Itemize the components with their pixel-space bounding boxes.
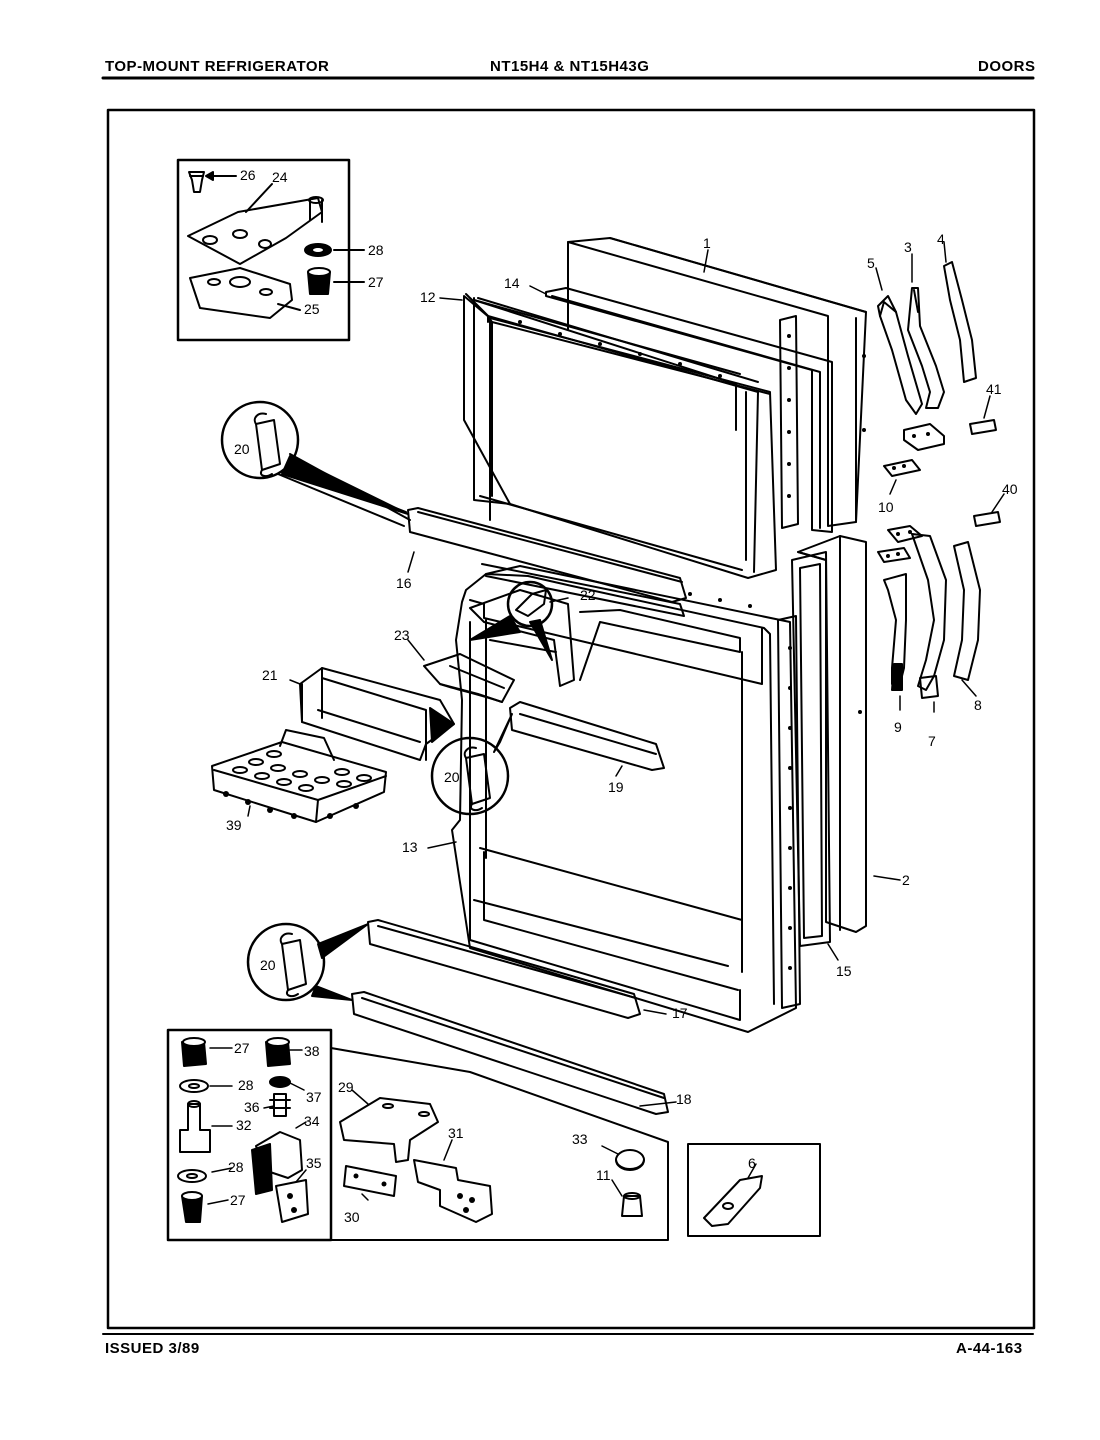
callout-26: 26 [240,167,256,183]
callout-27-inset-top: 27 [234,1040,250,1056]
callout-10: 10 [878,499,894,515]
callout-14: 14 [504,275,520,291]
callout-30: 30 [344,1209,360,1225]
top-hinge-inset [176,158,365,342]
callout-15: 15 [836,963,852,979]
callout-27-top: 27 [368,274,384,290]
detail-circle-20-top [220,400,411,527]
callout-24: 24 [272,169,288,185]
detail-circle-22 [469,580,554,661]
callout-33: 33 [572,1131,588,1147]
callout-19: 19 [608,779,624,795]
callout-35: 35 [306,1155,322,1171]
bottom-hinge-inset [166,1028,669,1242]
callout-leaders [207,241,1005,1205]
callout-20-top: 20 [234,441,250,457]
callout-13: 13 [402,839,418,855]
footer-code: A-44-163 [956,1340,1023,1357]
callout-20-bottom: 20 [260,957,276,973]
callout-38: 38 [304,1043,320,1059]
callout-16: 16 [396,575,412,591]
diagram-border [106,108,1036,1330]
header-section: DOORS [978,58,1036,75]
callout-28-top: 28 [368,242,384,258]
callout-7: 7 [928,733,936,749]
callout-11: 11 [596,1167,611,1183]
callout-2: 2 [902,872,910,888]
callout-9: 9 [894,719,902,735]
callout-18: 18 [676,1091,692,1107]
hinge-and-handle-parts [877,261,1001,699]
callout-36: 36 [244,1099,260,1115]
header-title: TOP-MOUNT REFRIGERATOR [105,58,330,75]
callout-3: 3 [904,239,912,255]
callout-31: 31 [448,1125,464,1141]
detail-circle-20-middle [430,713,513,816]
callout-28-inset-bottom: 28 [228,1159,244,1175]
callout-21: 21 [262,667,278,683]
callout-23: 23 [394,627,410,643]
callout-34: 34 [304,1113,320,1129]
callout-27-inset-bottom: 27 [230,1192,246,1208]
callout-39: 39 [226,817,242,833]
callout-32: 32 [236,1117,252,1133]
header-model: NT15H4 & NT15H43G [490,58,650,75]
callout-28-inset-top: 28 [238,1077,254,1093]
freezer-door-assembly [407,237,867,603]
callout-12: 12 [420,289,436,305]
callout-4: 4 [937,231,945,247]
callout-29: 29 [338,1079,354,1095]
callout-40: 40 [1002,481,1018,497]
callout-41: 41 [986,381,1002,397]
callout-1: 1 [703,235,711,251]
part-39-egg-tray [211,729,387,823]
fresh-food-door-assembly [351,535,867,1115]
callout-20-middle: 20 [444,769,460,785]
callout-5: 5 [867,255,875,271]
callout-37: 37 [306,1089,322,1105]
part-21-bin [299,667,455,761]
callout-labels: 1 2 3 4 5 6 7 8 9 10 11 12 13 14 15 16 1… [226,167,1018,1225]
callout-8: 8 [974,697,982,713]
footer-issued: ISSUED 3/89 [105,1340,200,1357]
callout-17: 17 [672,1005,688,1021]
callout-22: 22 [580,587,596,603]
part-6-inset [687,1143,821,1237]
callout-6: 6 [748,1155,756,1171]
detail-circle-20-bottom [246,922,369,1002]
part-23-cover [423,653,515,703]
callout-25: 25 [304,301,320,317]
